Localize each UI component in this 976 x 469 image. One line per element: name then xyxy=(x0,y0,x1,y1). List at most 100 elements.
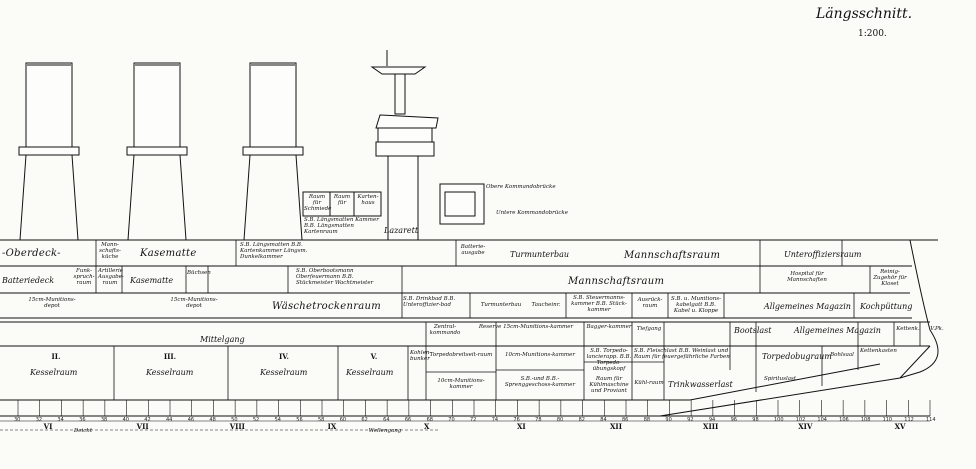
frame-number: 30 xyxy=(14,417,21,423)
label-funkspruch: Funk-spruch-raum xyxy=(73,268,95,286)
frame-number: 58 xyxy=(318,417,325,423)
label-kettenkasten-2: Kettenkasten xyxy=(860,348,897,354)
frame-number: 56 xyxy=(296,417,303,423)
label-kabelgatt: S.B. u. Munitions-kabelgatt B.B. Kabel u… xyxy=(671,296,721,314)
frame-number: 54 xyxy=(274,417,281,423)
compartment-number: XIV xyxy=(798,422,813,431)
roman-kessel-4: IV. xyxy=(279,352,289,361)
label-vorpiek: V.Pk. xyxy=(930,326,944,332)
frame-number: 40 xyxy=(122,417,129,423)
label-laengsmatten: S.B. Längsmatten B.B. Kartenkammer Längs… xyxy=(240,242,308,260)
frame-number: 34 xyxy=(57,417,64,423)
drawing-title: Längsschnitt. xyxy=(816,6,913,22)
frame-number: 60 xyxy=(339,417,347,423)
label-mannschaftsraum-1: Mannschaftsraum xyxy=(624,250,721,261)
compartment-number: XI xyxy=(516,422,526,431)
frame-number: 110 xyxy=(882,417,893,423)
frame-number: 36 xyxy=(79,417,86,423)
frame-number: 62 xyxy=(361,417,368,423)
frame-number: 90 xyxy=(665,417,672,423)
compartment-number: IX xyxy=(327,422,337,431)
label-kessel-3: Kesselraum xyxy=(146,368,194,377)
label-baggerkammer: Bagger-kammer xyxy=(586,324,632,330)
frame-number: 64 xyxy=(383,417,390,423)
roman-kessel-3: III. xyxy=(163,352,177,361)
frame-number: 88 xyxy=(643,417,651,423)
label-bohlsaal: Bohlsaal xyxy=(830,352,854,358)
label-artillerie: Artillerie Ausgabe-raum xyxy=(98,268,124,286)
frame-number: 38 xyxy=(100,417,108,423)
roman-kessel-5: V. xyxy=(370,352,378,361)
frame-number: 74 xyxy=(491,417,499,423)
label-steuermannskammer: S.B. Steuermanns-kammer B.B. Stück-kamme… xyxy=(571,295,627,313)
label-kettenkasten: Kettenk. xyxy=(896,326,920,332)
label-kessel-2: Kesselraum xyxy=(30,368,78,377)
label-spiritus: Spirituslast xyxy=(763,376,797,382)
compartment-number: XIII xyxy=(703,422,719,431)
frame-number: 78 xyxy=(535,417,542,423)
label-allg-magazin-2: Allgemeines Magazin xyxy=(794,326,881,335)
label-torpedoraum: Torpedobugraum xyxy=(762,352,832,361)
frame-number: 50 xyxy=(231,417,238,423)
compartment-number: VIII xyxy=(229,422,245,431)
frame-number: 52 xyxy=(252,417,260,423)
label-munitionskammer-1: Reserve 15cm-Munitions-kammer xyxy=(478,324,574,330)
label-kessel-5: Kesselraum xyxy=(346,368,394,377)
frame-number: 86 xyxy=(622,417,629,423)
label-waeschetrocken: Wäschetrockenraum xyxy=(272,301,382,312)
label-oberbootsmann: S.B. Oberbootsmann Oberfeuermann B.B. St… xyxy=(296,268,374,286)
frame-number: 102 xyxy=(795,417,806,423)
frame-number: 42 xyxy=(144,417,151,423)
compartment-number: VII xyxy=(136,422,149,431)
label-kochpuettung: Kochpüttung xyxy=(860,302,913,311)
compartment-number: X xyxy=(423,422,430,431)
label-wellengang: Wellengang xyxy=(368,428,402,434)
frame-number: 82 xyxy=(578,417,585,423)
funnel-3 xyxy=(242,62,304,241)
frame-number: 84 xyxy=(600,417,607,423)
label-kartenhaus: Karten-haus xyxy=(357,194,379,206)
frame-number: 114 xyxy=(926,417,936,423)
label-turmunterbau-1: Turmunterbau xyxy=(510,250,570,259)
frame-number: 76 xyxy=(513,417,520,423)
frame-number: 108 xyxy=(860,417,871,423)
frame-number: 100 xyxy=(774,417,784,423)
frame-number: 66 xyxy=(404,417,412,423)
label-mittelgang: Mittelgang xyxy=(200,335,245,344)
label-lazarett: Lazarett xyxy=(384,226,419,235)
label-taucheinrichtung: Taucheinr. xyxy=(531,302,561,308)
frame-number: 44 xyxy=(166,417,173,423)
label-kasematte-1: Kasematte xyxy=(140,248,197,259)
funnel-1 xyxy=(18,62,80,241)
label-torpedo-lancier: S.B. Torpedo-lancierapp. B.B. Torpedo-üb… xyxy=(586,348,632,372)
frame-number: 70 xyxy=(448,417,455,423)
label-kuehlmaschine: Raum für Kühlmaschine und Proviant xyxy=(589,376,629,394)
frame-number: 94 xyxy=(708,417,716,423)
label-hospital: Hospital für Mannschaften xyxy=(787,271,827,283)
label-turmunterbau-2: Turmunterbau xyxy=(480,302,522,308)
label-untere-kommandobruecke: Untere Kommandobrücke xyxy=(496,210,568,216)
compartment-number: VI xyxy=(43,422,53,431)
label-kasematte-2: Kasematte xyxy=(130,276,174,285)
label-laengsmatten-kartenraum: S.B. Längsmatten Kammer B.B. Längsmatten… xyxy=(304,217,379,235)
frame-number: 112 xyxy=(904,417,914,423)
frame-number: 80 xyxy=(556,417,564,423)
label-raum-fuer: Raum für xyxy=(333,194,351,206)
label-kohlen: Kohlen-bunker xyxy=(410,350,432,362)
label-trimmzellen: S.B. Drinkbad B.B. Unteroffizier-bad xyxy=(403,296,456,308)
label-kessel-4: Kesselraum xyxy=(260,368,308,377)
label-munitionskammer-2: 10cm-Munitions-kammer xyxy=(504,352,576,358)
frame-number: 92 xyxy=(687,417,694,423)
frame-number: 32 xyxy=(35,417,43,423)
label-fleischlast: S.B. Fleischlast B.B. Weinlast und Raum … xyxy=(634,348,730,360)
foremast xyxy=(370,50,439,241)
frame-number: 46 xyxy=(187,417,195,423)
label-tiefgang: Tiefgang xyxy=(636,326,662,332)
label-reinigung: Reinig-Zugehör für Kloset xyxy=(873,269,907,287)
drawing-scale: 1:200. xyxy=(858,29,887,39)
label-zentrale: Zentral-kommando xyxy=(429,324,461,336)
label-trinkwasser: Trinkwasserlast xyxy=(668,380,733,389)
label-munitionskammer-4: 10cm-Munitions-kammer xyxy=(437,378,485,390)
label-unteroffiziersraum: Unteroffiziersraum xyxy=(784,250,862,259)
